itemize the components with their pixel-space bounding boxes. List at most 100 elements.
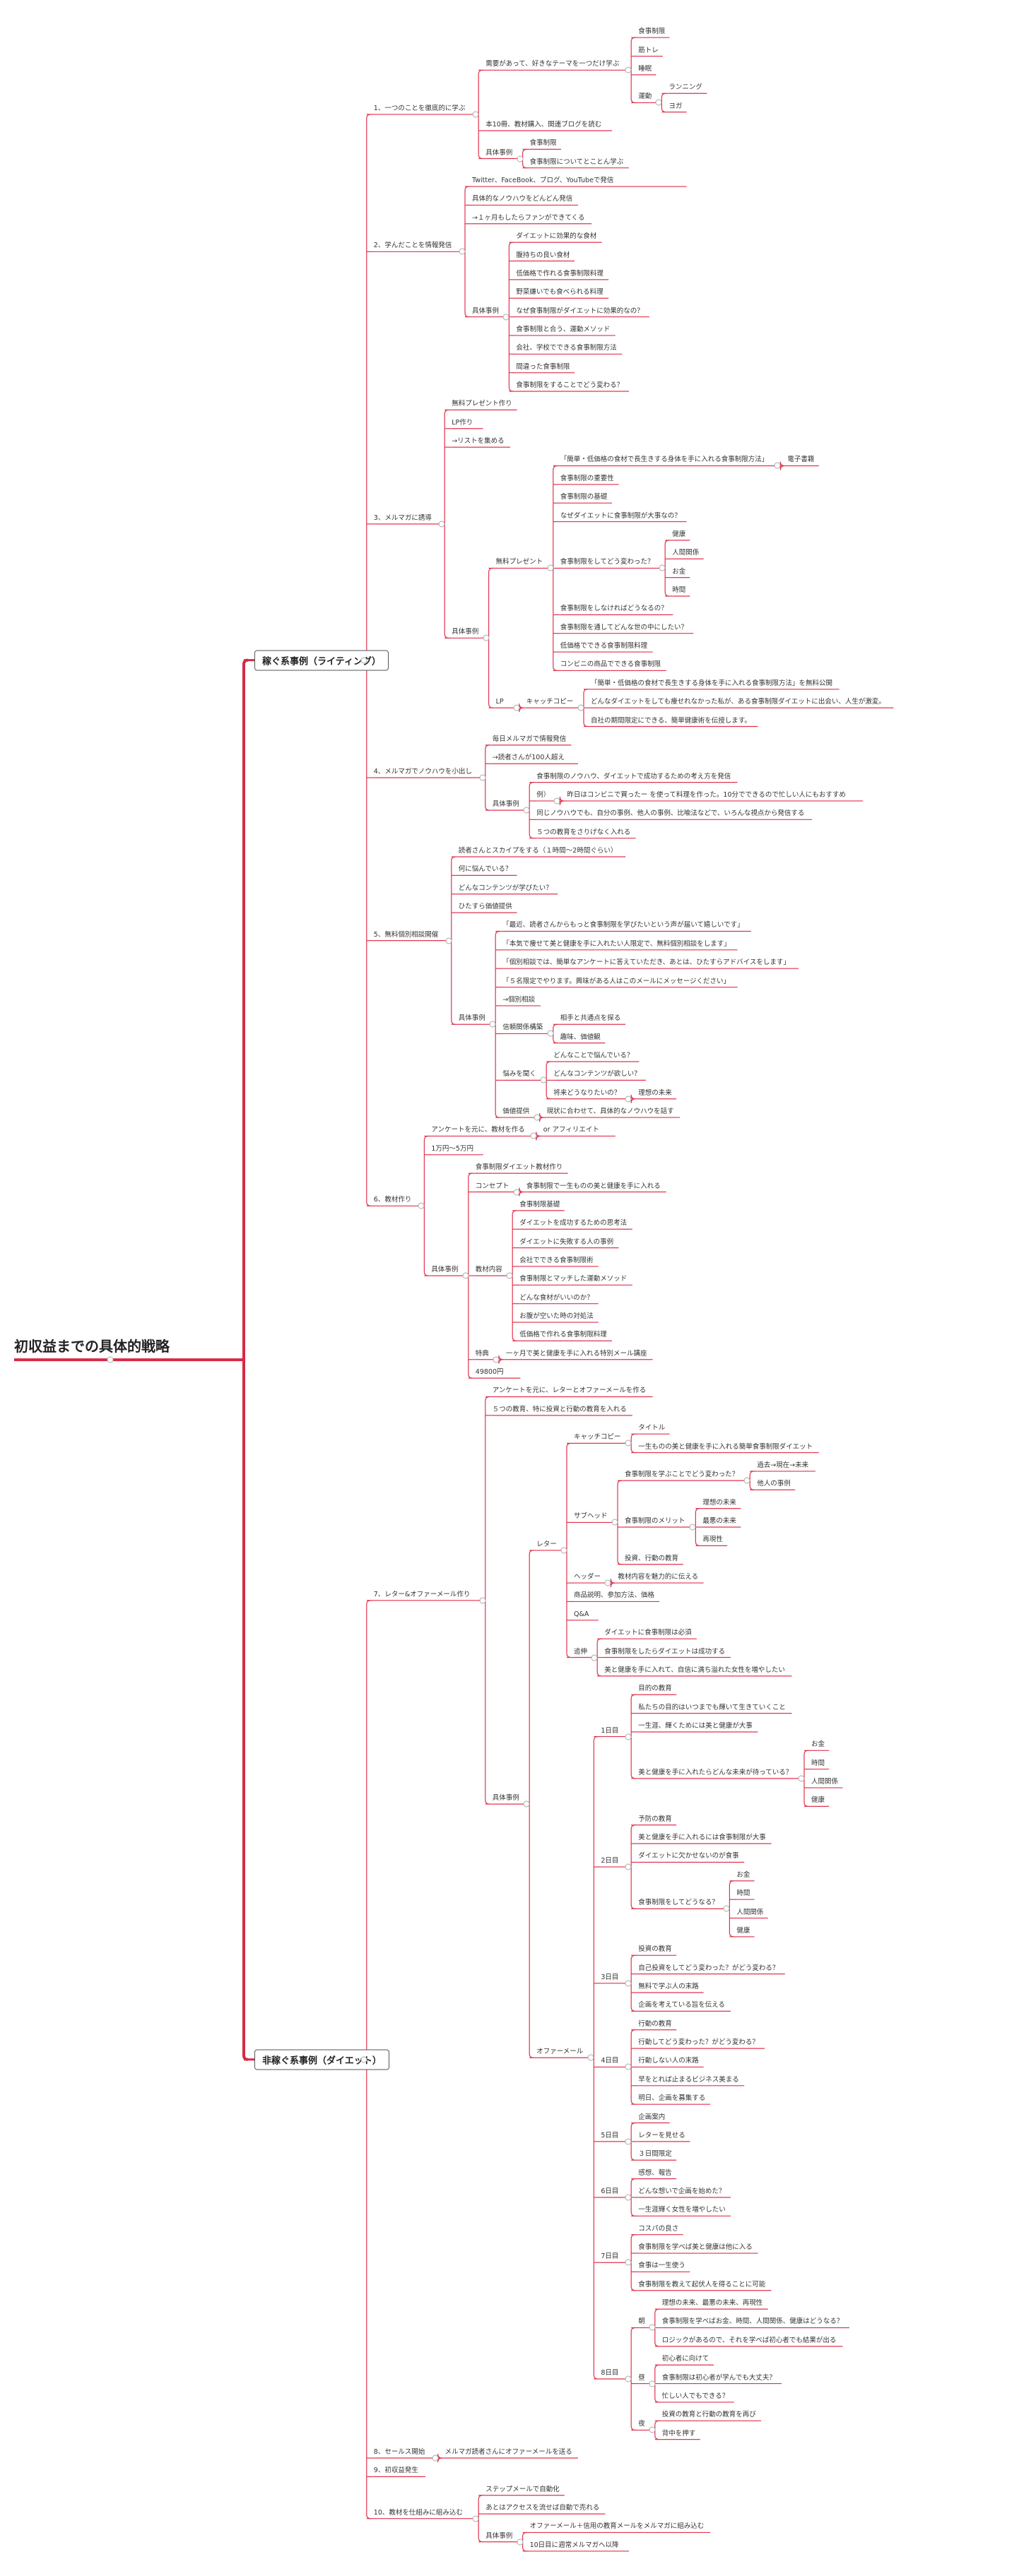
collapse-toggle-icon[interactable] <box>798 1775 805 1782</box>
collapse-toggle-icon[interactable] <box>432 2455 439 2462</box>
collapse-toggle-icon[interactable] <box>591 1654 598 1661</box>
topic-node-d4-0-5-2-1[interactable]: コンセプト <box>475 1182 510 1190</box>
topic-node-d4-0-2-3-0[interactable]: 無料プレゼント <box>495 558 543 566</box>
collapse-toggle-icon[interactable] <box>659 564 666 571</box>
topic-node-d6-1-0-2-0-5-2[interactable]: 美と健康を手に入れて、自信に満ち溢れた女性を増やしたい <box>604 1666 785 1674</box>
topic-node-d6-1-0-2-1-2-1[interactable]: 自己投資をしてどう変わった？がどう変わる？ <box>638 1964 779 1972</box>
collapse-toggle-icon[interactable] <box>625 1863 632 1870</box>
topic-node-d2-0-0[interactable]: 1、一つのことを徹底的に学ぶ <box>373 104 466 112</box>
topic-node-d4-0-4-4-5[interactable]: 信頼関係構築 <box>502 1023 543 1032</box>
collapse-toggle-icon[interactable] <box>625 2194 632 2201</box>
topic-node-d7-1-0-2-0-1-1-2[interactable]: 再現性 <box>702 1536 723 1544</box>
topic-node-d6-1-0-2-1-6-1[interactable]: 食事制限を学べば美と健康は他に入る <box>638 2243 753 2252</box>
collapse-toggle-icon[interactable] <box>479 1597 486 1604</box>
collapse-toggle-icon[interactable] <box>517 2539 524 2546</box>
topic-node-d5-0-5-2-2-7[interactable]: 低価格で作れる食事制限料理 <box>519 1331 607 1339</box>
topic-node-d4-0-5-2-0[interactable]: 食事制限ダイエット教材作り <box>475 1163 563 1172</box>
topic-node-d3-0-1-0[interactable]: Twitter、FaceBook、ブログ、YouTubeで発信 <box>472 177 614 185</box>
topic-node-d6-0-2-3-1-0-0[interactable]: 「簡単・低価格の食材で長生きする身体を手に入れる食事制限方法」を無料公開 <box>591 679 833 687</box>
topic-node-d4-0-0-0-1[interactable]: 筋トレ <box>638 46 659 54</box>
topic-node-d2-0-5[interactable]: 6、教材作り <box>373 1196 412 1204</box>
topic-node-d5-0-5-2-3-0[interactable]: 一ヶ月で美と健康を手に入れる特別メール講座 <box>506 1349 647 1358</box>
collapse-toggle-icon[interactable] <box>534 1114 541 1121</box>
topic-node-d3-0-3-2[interactable]: 具体事例 <box>492 800 519 809</box>
topic-node-d7-1-0-2-1-1-3-0[interactable]: お金 <box>736 1870 750 1879</box>
topic-node-d2-0-1[interactable]: 2、学んだことを情報発信 <box>373 242 452 250</box>
topic-node-d3-0-0-1[interactable]: 本10冊、教材購入、関連ブログを読む <box>485 120 602 129</box>
collapse-toggle-icon[interactable] <box>517 155 524 162</box>
topic-node-d6-1-0-2-1-2-0[interactable]: 投資の教育 <box>638 1945 672 1954</box>
topic-node-d6-0-2-3-0-4-2[interactable]: お金 <box>672 567 686 576</box>
collapse-toggle-icon[interactable] <box>625 1980 632 1987</box>
topic-node-d4-0-3-2-3[interactable]: ５つの教育をさりげなく入れる <box>536 828 631 836</box>
topic-node-d4-1-0-2-0[interactable]: レター <box>536 1540 557 1548</box>
topic-node-d4-0-3-2-0[interactable]: 食事制限のノウハウ、ダイエットで成功するための考え方を発信 <box>536 772 731 780</box>
topic-node-d3-0-2-1[interactable]: LP作り <box>452 418 473 427</box>
topic-node-d7-1-0-2-1-1-3-3[interactable]: 健康 <box>736 1926 750 1935</box>
collapse-toggle-icon[interactable] <box>540 1076 547 1084</box>
topic-node-d6-1-0-2-1-3-3[interactable]: 早をとれば止まるビジネス美まる <box>638 2075 739 2084</box>
topic-node-d3-0-0-0[interactable]: 需要があって、好きなテーマを一つだけ学ぶ <box>485 60 620 69</box>
topic-node-d7-1-0-2-1-7-0-1[interactable]: 食事制限を学べばお金、時間、人間関係、健康はどうなる？ <box>661 2317 844 2326</box>
topic-node-d5-0-3-2-1-0[interactable]: 昨日はコンビニで買ったー を使って料理を作った。10分でできるので忙しい人にもお… <box>567 790 846 799</box>
topic-node-d7-1-0-2-1-7-2-1[interactable]: 背中を押す <box>661 2429 696 2438</box>
topic-node-d5-0-4-4-6-1[interactable]: どんなコンテンツが欲しい？ <box>553 1070 641 1079</box>
collapse-toggle-icon[interactable] <box>360 657 367 664</box>
topic-node-d4-0-4-4-6[interactable]: 悩みを聞く <box>502 1070 536 1079</box>
topic-node-d4-0-1-3-3[interactable]: 野菜嫌いでも食べられる料理 <box>516 288 603 297</box>
collapse-toggle-icon[interactable] <box>418 1202 425 1209</box>
topic-node-d3-1-3-2[interactable]: 具体事例 <box>485 2532 513 2540</box>
topic-node-d5-1-0-2-1-7[interactable]: 8日目 <box>601 2368 619 2377</box>
topic-node-d3-1-3-1[interactable]: あとはアクセスを流せば自動で売れる <box>485 2504 600 2512</box>
collapse-toggle-icon[interactable] <box>445 937 452 944</box>
topic-node-d7-1-0-2-1-0-3-3[interactable]: 健康 <box>811 1796 825 1805</box>
topic-node-d6-0-2-3-1-0-1[interactable]: どんなダイエットをしても痩せれなかった私が、ある食事制限ダイエットに出会い、人生… <box>591 698 885 706</box>
topic-node-d6-0-2-3-0-0-0[interactable]: 電子書籍 <box>787 456 815 464</box>
topic-node-d6-1-0-2-1-1-0[interactable]: 予防の教育 <box>638 1815 672 1823</box>
topic-node-d5-0-2-3-0-5[interactable]: 食事制限をしなければどうなるの？ <box>560 605 668 613</box>
topic-node-d4-0-1-3-6[interactable]: 会社、学校でできる食事制限方法 <box>516 344 617 352</box>
topic-node-d6-1-0-2-1-6-2[interactable]: 食事は一生使う <box>638 2262 685 2270</box>
collapse-toggle-icon[interactable] <box>649 2324 656 2331</box>
topic-node-d4-0-5-2-3[interactable]: 特典 <box>475 1349 489 1358</box>
topic-node-d5-1-0-2-1-6[interactable]: 7日目 <box>601 2252 619 2261</box>
topic-node-d5-1-0-2-1-2[interactable]: 3日目 <box>601 1973 619 1981</box>
collapse-toggle-icon[interactable] <box>774 462 781 469</box>
topic-node-d6-0-2-3-0-4-3[interactable]: 時間 <box>672 586 686 594</box>
topic-node-d5-0-4-4-6-0[interactable]: どんなことで悩んでいる？ <box>553 1051 634 1060</box>
topic-node-d4-0-1-3-2[interactable]: 低価格で作れる食事制限料理 <box>516 269 603 278</box>
topic-node-d5-0-5-2-2-0[interactable]: 食事制限基礎 <box>519 1200 560 1209</box>
collapse-toggle-icon[interactable] <box>493 1356 500 1363</box>
collapse-toggle-icon[interactable] <box>523 1800 530 1808</box>
topic-node-d5-0-4-4-5-1[interactable]: 趣味、価値観 <box>560 1033 601 1041</box>
topic-node-d4-0-1-3-5[interactable]: 食事制限と合う、運動メソッド <box>516 325 611 333</box>
topic-node-d4-0-0-2-0[interactable]: 食事制限 <box>529 139 557 148</box>
topic-node-d7-1-0-2-1-7-0-2[interactable]: ロジックがあるので、それを学べば初心者でも結果が出る <box>661 2336 837 2344</box>
topic-node-d3-0-1-2[interactable]: →１ヶ月もしたらファンができてくる <box>472 213 585 222</box>
collapse-toggle-icon[interactable] <box>689 1524 696 1531</box>
topic-node-d4-1-3-2-1[interactable]: 10日目に週常メルマガへ以降 <box>529 2541 619 2549</box>
topic-node-d4-0-1-3-1[interactable]: 腹持ちの良い食材 <box>516 251 570 259</box>
topic-node-d5-0-5-2-1-0[interactable]: 食事制限で一生ものの美と健康を手に入れる <box>526 1182 661 1190</box>
topic-node-d4-0-0-0-0[interactable]: 食事制限 <box>638 28 666 36</box>
topic-node-d6-1-0-2-1-7-2[interactable]: 夜 <box>638 2420 645 2428</box>
collapse-toggle-icon[interactable] <box>649 2380 656 2387</box>
topic-node-d7-1-0-2-1-1-3-2[interactable]: 人間関係 <box>736 1908 764 1916</box>
topic-node-d2-1-0[interactable]: 7、レター&オファーメール作り <box>373 1590 471 1598</box>
collapse-toggle-icon[interactable] <box>625 66 632 73</box>
root-topic[interactable]: 初収益までの具体的戦略 <box>14 1338 170 1355</box>
topic-node-d5-0-2-3-0-7[interactable]: 低価格でできる食事制限料理 <box>560 642 648 651</box>
topic-node-d4-0-5-2-4[interactable]: 49800円 <box>475 1368 504 1377</box>
collapse-toggle-icon[interactable] <box>625 2259 632 2266</box>
topic-node-d5-1-0-2-0-4[interactable]: Q&A <box>574 1610 589 1618</box>
collapse-toggle-icon[interactable] <box>604 1579 611 1586</box>
topic-node-d5-0-0-0-3-0[interactable]: ランニング <box>668 83 702 92</box>
topic-node-d5-0-2-3-0-1[interactable]: 食事制限の重要性 <box>560 474 614 482</box>
topic-node-d5-0-2-3-0-8[interactable]: コンビニの商品でできる食事制限 <box>560 660 661 669</box>
topic-node-d6-1-0-2-0-5-1[interactable]: 食事制限をしたらダイエットは成功する <box>604 1647 726 1656</box>
topic-node-d6-1-0-2-1-1-1[interactable]: 美と健康を手に入れるには食事制限が大事 <box>638 1834 766 1842</box>
topic-node-d6-1-0-2-0-1-0[interactable]: 食事制限を学ぶことでどう変わった？ <box>625 1471 739 1479</box>
topic-node-d3-0-4-4[interactable]: 具体事例 <box>458 1014 485 1023</box>
topic-node-d6-1-0-2-1-5-1[interactable]: どんな想いで企画を始めた？ <box>638 2187 726 2195</box>
topic-node-d5-1-0-2-0-5[interactable]: 追伸 <box>574 1647 588 1656</box>
